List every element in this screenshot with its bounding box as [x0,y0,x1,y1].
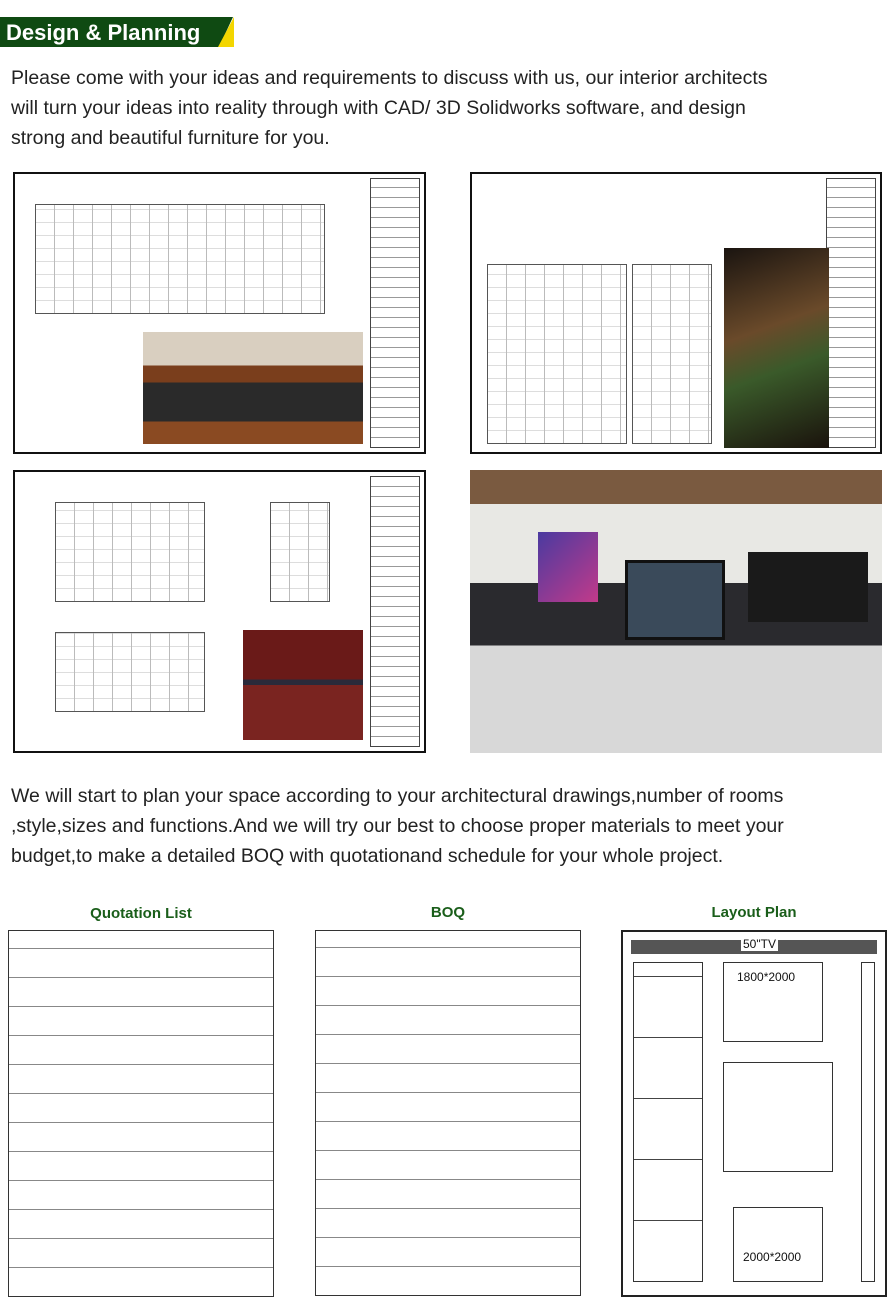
planning-line: ,style,sizes and functions.And we will t… [11,815,784,837]
bed-drawing-image [13,172,426,454]
shelf-drawing-image [470,172,882,454]
layout-plan-label: Layout Plan [711,904,797,921]
section-title: Design & Planning [6,20,201,45]
planning-line: budget,to make a detailed BOQ with quota… [11,845,724,867]
boq-label: BOQ [430,904,466,921]
quotation-list-image [8,930,274,1297]
trolley-photo [243,630,363,740]
trolley-drawing-image [13,470,426,753]
intro-line: will turn your ideas into reality throug… [11,97,746,119]
planning-line: We will start to plan your space accordi… [11,785,784,807]
plan-annotation: 1800*2000 [735,970,798,984]
intro-line: Please come with your ideas and requirem… [11,67,768,89]
intro-line: strong and beautiful furniture for you. [11,127,330,149]
quotation-list-label: Quotation List [90,905,192,922]
section-banner [0,17,233,47]
bed-photo [143,332,363,444]
planning-text: We will start to plan your space accordi… [11,781,895,871]
design-team-photo [470,470,882,753]
intro-text: Please come with your ideas and requirem… [11,63,895,153]
boq-image [315,930,581,1296]
shelf-photo [724,248,829,448]
layout-plan-image: 50"TV 1800*2000 2000*2000 [621,930,887,1297]
plan-annotation: 2000*2000 [741,1250,804,1264]
plan-annotation: 50"TV [741,937,778,951]
